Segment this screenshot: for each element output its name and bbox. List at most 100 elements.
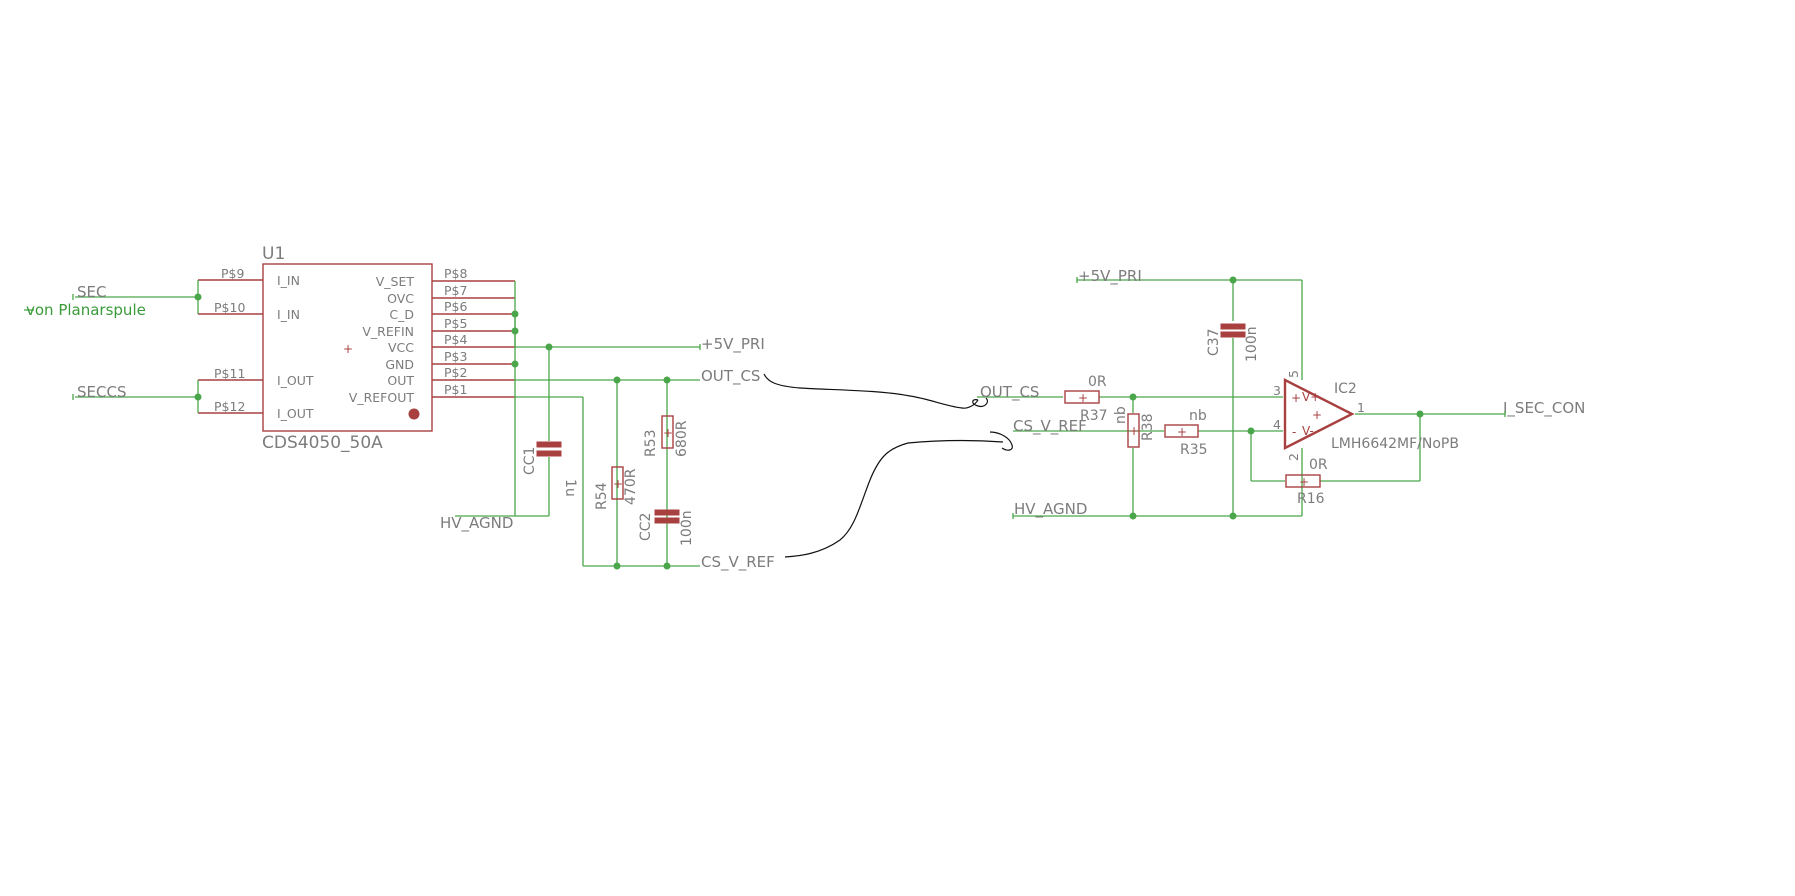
svg-text:+: + <box>663 426 673 440</box>
r53-value: 680R <box>674 420 690 457</box>
handwritten-connections <box>763 373 1013 558</box>
opamp-ic2[interactable]: + - V+ V- + 3 4 5 2 1 IC2 LMH6642MF/NoPB <box>1273 370 1459 461</box>
junction <box>663 376 671 384</box>
u1-value: CDS4050_50A <box>262 433 383 453</box>
ic2-name: IC2 <box>1334 381 1357 397</box>
u1-pad-p9: P$9 <box>221 266 244 281</box>
ic2-pin4-number: 4 <box>1273 417 1281 432</box>
junction <box>545 343 553 351</box>
ic2-pin-vplus: V+ <box>1302 390 1320 404</box>
ic2-pin5-number: 5 <box>1286 370 1301 378</box>
capacitor-cc1[interactable]: CC1 1u <box>522 441 578 497</box>
resistor-r54[interactable]: + R54 470R <box>594 466 639 510</box>
resistor-r37[interactable]: + 0R R37 <box>1064 374 1108 424</box>
label-von-planarspule: von Planarspule <box>26 301 146 319</box>
net-label-sec: SEC <box>77 283 106 301</box>
resistor-r38[interactable]: + nb R38 <box>1113 406 1156 448</box>
junction <box>613 562 621 570</box>
junction <box>663 562 671 570</box>
cc2-name: CC2 <box>638 513 654 541</box>
ic2-input-minus: - <box>1292 425 1296 439</box>
r37-name: R37 <box>1080 408 1108 424</box>
r53-name: R53 <box>643 429 659 457</box>
resistor-r35[interactable]: + nb R35 <box>1164 408 1208 458</box>
junction <box>194 293 202 301</box>
r38-name: R38 <box>1140 413 1156 441</box>
r54-name: R54 <box>594 482 610 510</box>
resistor-r53[interactable]: + R53 680R <box>643 415 690 457</box>
r37-value: 0R <box>1088 374 1107 390</box>
svg-text:+: + <box>1078 391 1088 405</box>
net-label-cs-v-ref-right: CS_V_REF <box>1013 417 1087 436</box>
u1-pin-i-out-2: I_OUT <box>277 406 314 421</box>
junction <box>1229 512 1237 520</box>
svg-text:+: + <box>1299 475 1309 489</box>
junction <box>1129 512 1137 520</box>
junction <box>511 310 519 318</box>
junction <box>511 327 519 335</box>
u1-pin-i-in-1: I_IN <box>277 273 300 288</box>
capacitor-c37[interactable]: C37 100n <box>1206 323 1260 362</box>
u1-pad-p2: P$2 <box>444 365 467 380</box>
net-label-cs-v-ref-left: CS_V_REF <box>701 553 775 572</box>
r35-name: R35 <box>1180 442 1208 458</box>
r16-value: 0R <box>1309 457 1328 473</box>
u1-pin1-marker <box>408 408 420 420</box>
r38-value: nb <box>1113 406 1129 424</box>
r16-name: R16 <box>1297 491 1325 507</box>
u1-pin-c-d: C_D <box>389 307 414 322</box>
ic2-origin-mark: + <box>1312 408 1322 422</box>
c37-value: 100n <box>1244 326 1260 362</box>
u1-symbol[interactable]: U1 CDS4050_50A + I_IN I_IN I_OUT I_OUT P… <box>198 244 515 453</box>
net-label-seccs: SECCS <box>77 383 126 401</box>
u1-pad-p5: P$5 <box>444 316 467 331</box>
net-label-out-cs-left: OUT_CS <box>701 367 760 386</box>
u1-pin-out: OUT <box>387 373 414 388</box>
net-label-hv-agnd-left: HV_AGND <box>440 514 513 533</box>
r54-value: 470R <box>623 468 639 505</box>
wires-input <box>24 280 202 413</box>
net-end-marks <box>72 277 1506 519</box>
u1-pad-p7: P$7 <box>444 283 467 298</box>
u1-pin-vcc: VCC <box>388 340 414 355</box>
ic2-pin2-number: 2 <box>1286 453 1301 461</box>
u1-pad-p3: P$3 <box>444 349 467 364</box>
c37-name: C37 <box>1206 328 1222 356</box>
ic2-pin1-number: 1 <box>1357 400 1365 415</box>
ic2-pin-vminus: V- <box>1302 424 1314 438</box>
u1-name: U1 <box>262 244 285 264</box>
junction <box>1416 410 1424 418</box>
capacitor-cc2[interactable]: CC2 100n <box>638 509 695 546</box>
u1-pad-p10: P$10 <box>214 300 245 315</box>
u1-origin-mark: + <box>343 342 353 356</box>
u1-pad-p1: P$1 <box>444 382 467 397</box>
junction <box>194 393 202 401</box>
u1-pad-p12: P$12 <box>214 399 245 414</box>
ic2-pin3-number: 3 <box>1273 383 1281 398</box>
u1-pad-p11: P$11 <box>214 366 245 381</box>
svg-text:+: + <box>1129 424 1139 438</box>
junction <box>1229 276 1237 284</box>
u1-pad-p4: P$4 <box>444 332 467 347</box>
resistor-r16[interactable]: + 0R R16 <box>1285 457 1328 507</box>
cc1-name: CC1 <box>522 447 538 475</box>
u1-pin-gnd: GND <box>385 357 414 372</box>
u1-pad-p8: P$8 <box>444 266 467 281</box>
u1-pad-p6: P$6 <box>444 299 467 314</box>
u1-pin-i-out-1: I_OUT <box>277 373 314 388</box>
junction <box>613 376 621 384</box>
cc2-value: 100n <box>679 510 695 546</box>
u1-pin-ovc: OVC <box>387 291 414 306</box>
junction <box>1129 393 1137 401</box>
junction <box>1247 427 1255 435</box>
u1-pin-i-in-2: I_IN <box>277 307 300 322</box>
net-label-5v-pri-left: +5V_PRI <box>701 335 765 354</box>
net-label-out-cs-right: OUT_CS <box>980 383 1039 402</box>
u1-pin-v-refin: V_REFIN <box>362 324 414 339</box>
wires-opamp-stage <box>977 276 1505 520</box>
u1-pin-v-refout: V_REFOUT <box>349 390 415 405</box>
ic2-input-plus: + <box>1291 391 1301 405</box>
u1-pin-v-set: V_SET <box>376 274 415 289</box>
net-label-i-sec-con: I_SEC_CON <box>1503 399 1585 418</box>
